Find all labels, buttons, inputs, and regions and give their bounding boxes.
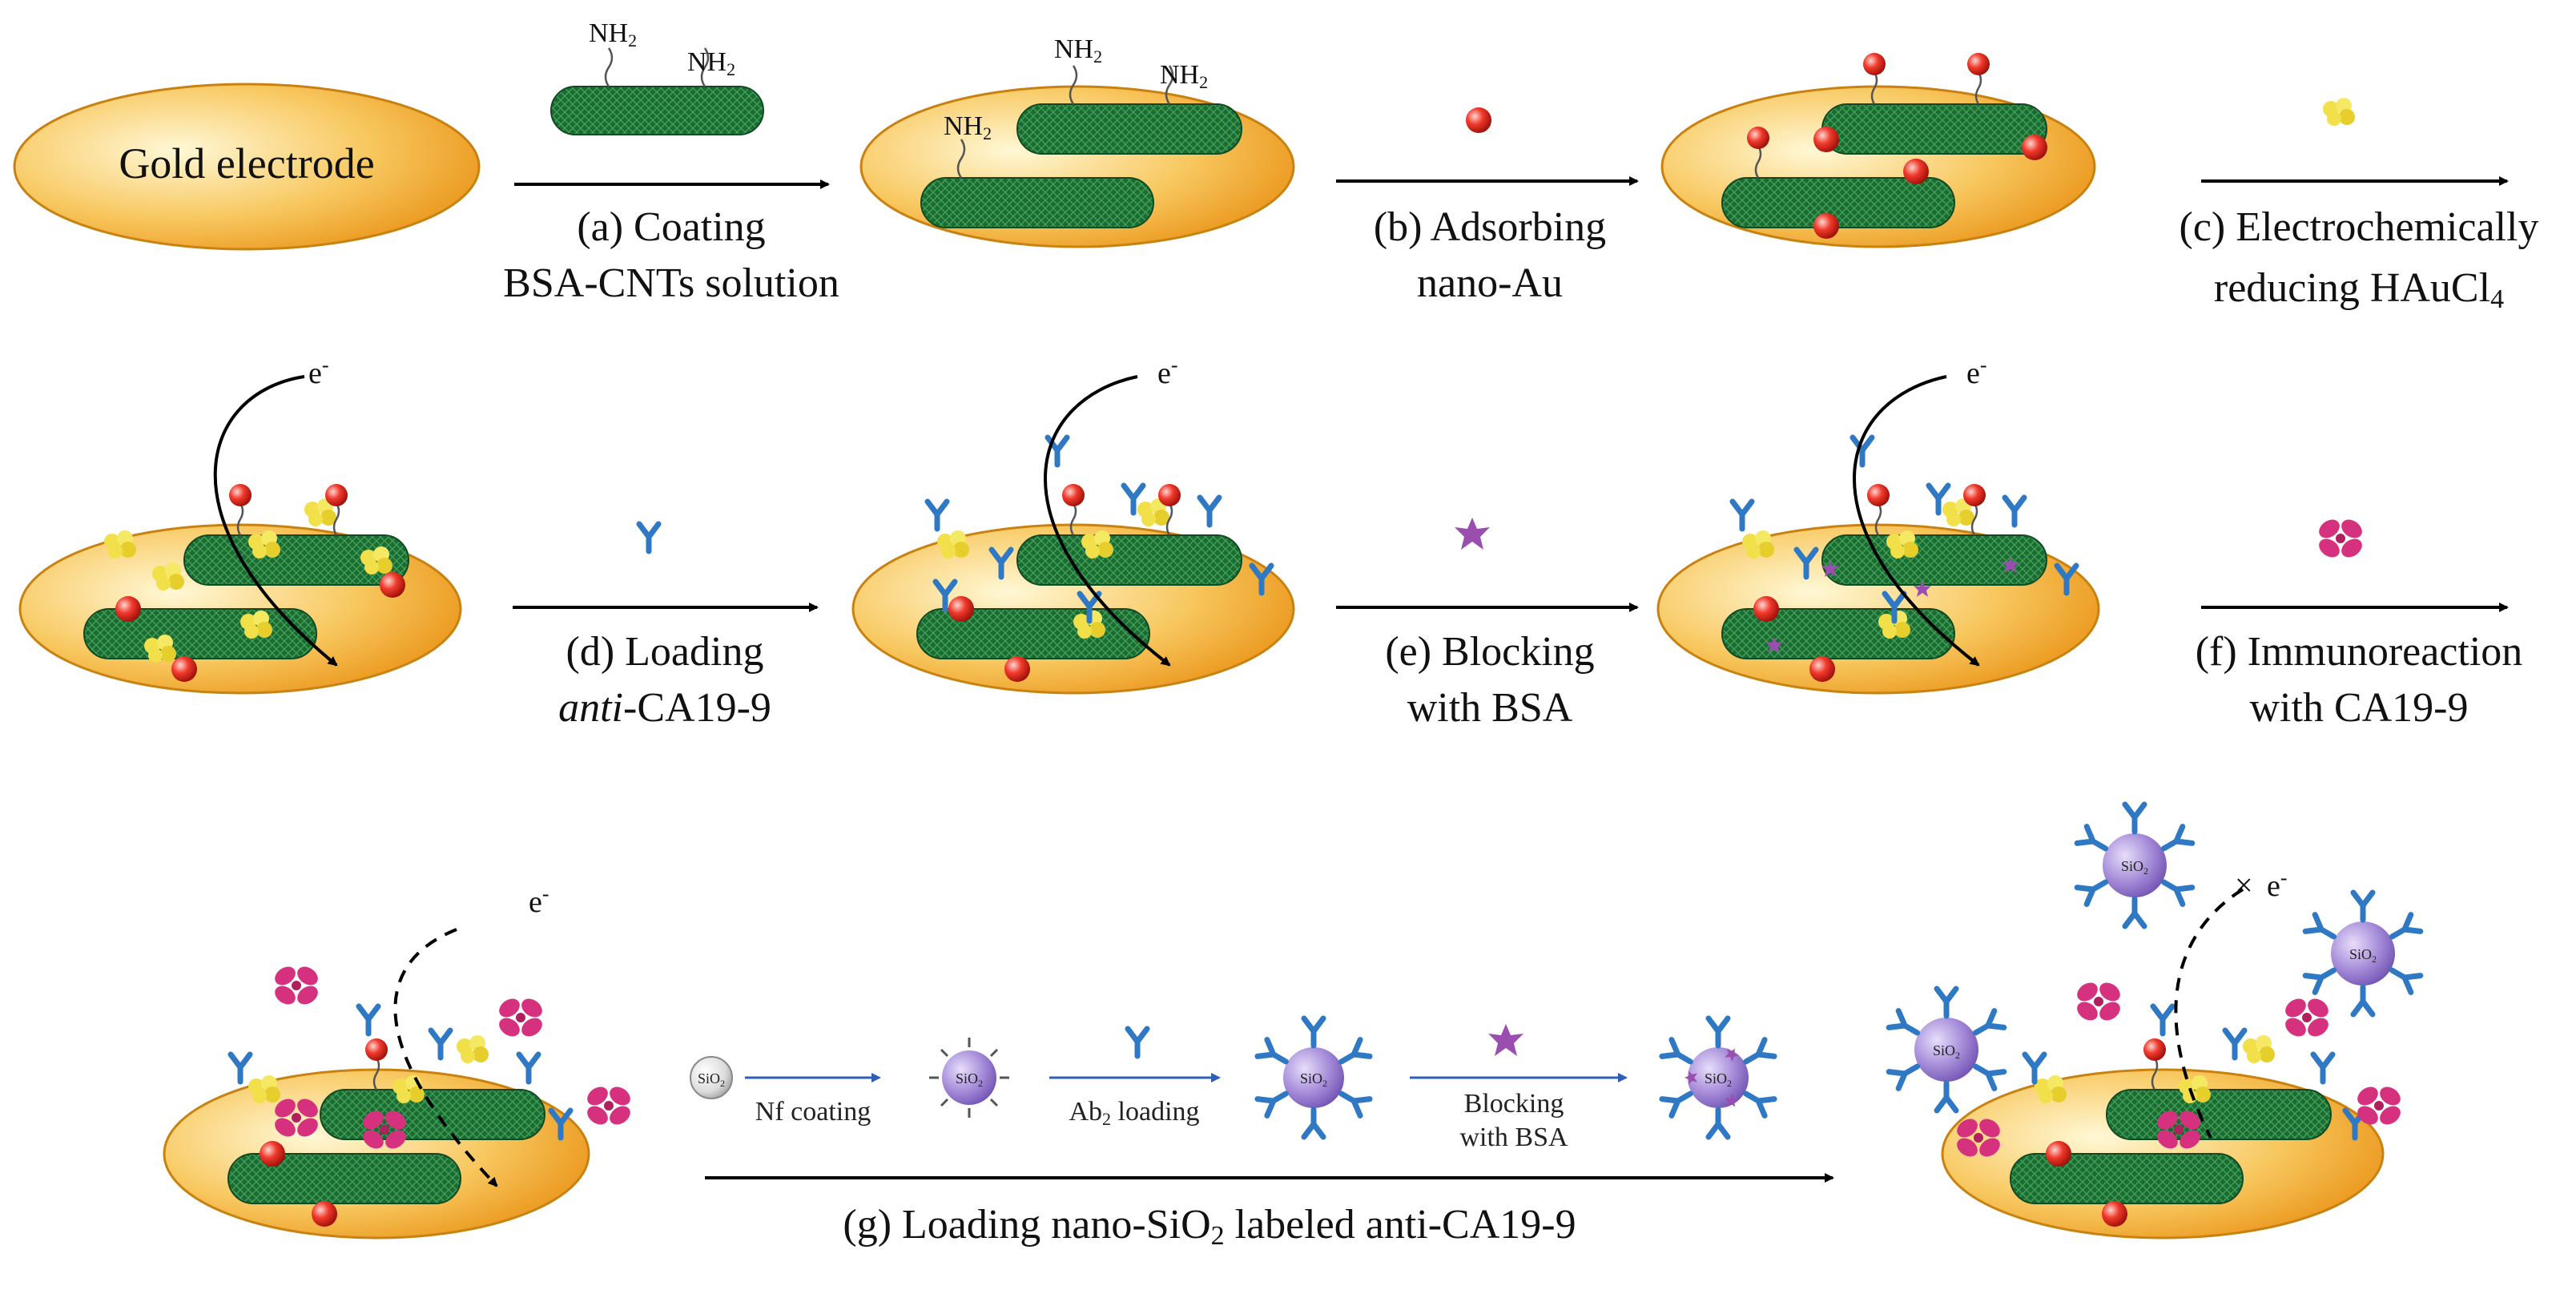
electrode-final: SiO2 SiO2 SiO2 × e- xyxy=(1889,804,2421,1240)
blocked-mark: × xyxy=(2235,867,2253,903)
nh2-label: NH2 xyxy=(1160,60,1208,92)
sio2-ab-bsa-sphere: SiO2 xyxy=(1662,1018,1774,1137)
nano-au-particle xyxy=(1466,107,1491,133)
electron-label: e- xyxy=(1966,353,1987,390)
nh2-label: NH2 xyxy=(944,111,992,143)
antibody-icon xyxy=(639,524,658,551)
nh2-label: NH2 xyxy=(589,18,637,50)
svg-text:SiO2: SiO2 xyxy=(2121,858,2148,877)
blocking-label-2: with BSA xyxy=(1459,1123,1568,1152)
ca199-icon xyxy=(2315,515,2366,562)
step-d-line2: anti-CA19-9 xyxy=(558,685,771,731)
electron-label: e- xyxy=(2267,866,2288,903)
nh2-label: NH2 xyxy=(1054,34,1102,67)
electrode-antibody: e- xyxy=(851,353,1295,695)
step-e-line1: (e) Blocking xyxy=(1385,629,1594,675)
nf-coating-label: Nf coating xyxy=(755,1097,871,1127)
electrode-cnt-nh2: NH2 NH2 NH2 xyxy=(859,34,1295,248)
step-d-line1: (d) Loading xyxy=(566,629,764,675)
electrode-au-cluster: e- xyxy=(18,353,462,695)
bsa-icon xyxy=(1455,518,1490,550)
bsa-cnt-tube: NH2 NH2 xyxy=(550,18,764,135)
svg-text:SiO2: SiO2 xyxy=(1300,1070,1327,1089)
electrode-immunoreacted: e- xyxy=(163,882,634,1240)
svg-text:SiO2: SiO2 xyxy=(698,1070,725,1089)
bsa-icon xyxy=(1488,1024,1523,1056)
electrode-blocked: e- xyxy=(1656,353,2100,695)
antibody-icon xyxy=(1128,1029,1147,1056)
sio2-plain-sphere: SiO2 xyxy=(690,1056,733,1099)
svg-text:SiO2: SiO2 xyxy=(1933,1042,1960,1061)
ab2-loading-label: Ab2 loading xyxy=(1069,1097,1199,1129)
step-a-line2: BSA-CNTs solution xyxy=(503,260,839,306)
step-g-label: (g) Loading nano-SiO2 labeled anti-CA19-… xyxy=(843,1202,1576,1251)
step-b-line1: (b) Adsorbing xyxy=(1374,204,1606,250)
sio2-nf-sphere: SiO2 xyxy=(929,1038,1009,1118)
step-c-line1: (c) Electrochemically xyxy=(2180,204,2539,250)
step-e-line2: with BSA xyxy=(1407,685,1573,731)
step-a-line1: (a) Coating xyxy=(577,204,765,250)
step-b-line2: nano-Au xyxy=(1417,260,1563,306)
step-f-line1: (f) Immunoreaction xyxy=(2196,629,2523,675)
gold-electrode-label: Gold electrode xyxy=(119,139,374,187)
sio2-ab-sphere: SiO2 xyxy=(1258,1018,1370,1137)
svg-text:SiO2: SiO2 xyxy=(1705,1070,1732,1089)
svg-text:SiO2: SiO2 xyxy=(2349,946,2377,965)
electron-label: e- xyxy=(1157,353,1178,390)
electron-label: e- xyxy=(308,353,329,390)
step-c-line2: reducing HAuCl4 xyxy=(2214,265,2504,314)
gold-electrode-1: Gold electrode xyxy=(13,83,481,251)
blocking-label-1: Blocking xyxy=(1464,1089,1564,1119)
nh2-label: NH2 xyxy=(687,47,735,79)
hauc-cluster-icon xyxy=(2323,98,2355,126)
step-f-line2: with CA19-9 xyxy=(2250,685,2469,731)
svg-text:SiO2: SiO2 xyxy=(956,1070,983,1089)
electrode-cnt-au xyxy=(1660,51,2096,248)
electron-label: e- xyxy=(529,882,549,919)
